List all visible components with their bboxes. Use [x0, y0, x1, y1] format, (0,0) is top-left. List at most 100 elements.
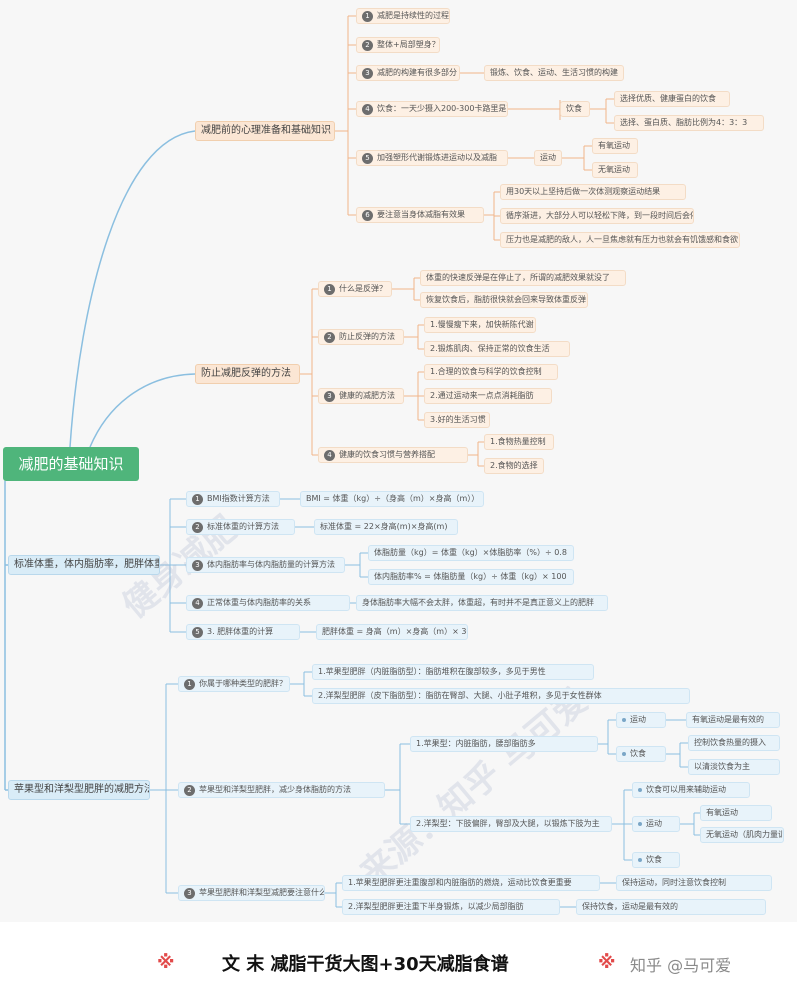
number-badge: 1 [184, 678, 195, 690]
tip-node[interactable]: 保持饮食，运动是最有效的 [576, 899, 766, 915]
number-badge: 3 [192, 559, 203, 571]
detail-node[interactable]: 2.通过运动来一点点消耗脂肪 [424, 388, 552, 404]
detail-node[interactable]: 控制饮食热量的摄入 [688, 735, 780, 751]
topic-node[interactable]: 3 苹果型肥胖和洋梨型减肥要注意什么？ [178, 885, 325, 901]
detail-node[interactable]: 有氧运动 [592, 138, 638, 154]
detail-node[interactable]: 2.食物的选择 [484, 458, 544, 474]
detail-node[interactable]: 恢复饮食后，脂肪很快就会回来导致体重反弹 [420, 292, 588, 308]
pear-group[interactable]: 运动 [632, 816, 680, 832]
apple-group[interactable]: 饮食 [616, 746, 666, 762]
number-badge: 5 [192, 626, 203, 638]
topic-node[interactable]: 1 你属于哪种类型的肥胖？ [178, 676, 290, 692]
detail-node[interactable]: 有氧运动 [700, 805, 772, 821]
number-badge: 2 [324, 331, 335, 343]
topic-node[interactable]: 4饮食：一天少摄入200-300卡路里是可以的 [356, 101, 508, 117]
apple-group[interactable]: 运动 [616, 712, 666, 728]
bullet-icon [622, 751, 626, 756]
group-label: 运动 [646, 819, 662, 828]
detail-node[interactable]: 标准体重 = 22×身高(m)×身高(m) [314, 519, 458, 535]
topic-label: 饮食：一天少摄入200-300卡路里是可以的 [377, 104, 507, 113]
detail-node[interactable]: 锻炼、饮食、运动、生活习惯的构建 [484, 65, 624, 81]
detail-node[interactable]: 体重的快速反弹是在停止了，所谓的减肥效果就没了 [420, 270, 626, 286]
bullet-icon [638, 787, 642, 792]
footer-caption: 文 末 减脂干货大图+30天减脂食谱 [222, 954, 509, 975]
detail-node[interactable]: BMI = 体重（kg）÷（身高（m）×身高（m）） [300, 491, 484, 507]
detail-node-pear[interactable]: 2.洋梨型：下肢偏胖，臀部及大腿，以锻炼下肢为主 [410, 816, 612, 832]
topic-label: 3. 肥胖体重的计算 [207, 627, 274, 636]
topic-label: 减肥是持续性的过程 [377, 11, 449, 20]
pear-group[interactable]: 饮食 [632, 852, 680, 868]
tip-node[interactable]: 保持运动，同时注意饮食控制 [616, 875, 772, 891]
number-badge: 4 [192, 597, 203, 609]
topic-node[interactable]: 2 防止反弹的方法 [318, 329, 404, 345]
detail-node[interactable]: 选择、蛋白质、脂肪比例为4：3：3 [614, 115, 764, 131]
detail-node[interactable]: 肥胖体重 = 身高（m）×身高（m）× 30 [316, 624, 468, 640]
topic-label: 防止反弹的方法 [339, 332, 395, 341]
branch-prevent-rebound[interactable]: 防止减肥反弹的方法 [195, 364, 300, 384]
zhihu-author-watermark: 知乎 @马可爱 [630, 956, 732, 975]
topic-label: 苹果型肥胖和洋梨型减肥要注意什么？ [199, 888, 325, 897]
number-badge: 1 [362, 10, 373, 22]
detail-node[interactable]: 有氧运动是最有效的 [686, 712, 780, 728]
group-label: 饮食可以用来辅助运动 [646, 785, 726, 794]
detail-node[interactable]: 1.苹果型肥胖（内脏脂肪型）：脂肪堆积在腹部较多，多见于男性 [312, 664, 594, 680]
detail-node[interactable]: 2.锻炼肌肉、保持正常的饮食生活 [424, 341, 570, 357]
number-badge: 3 [324, 390, 335, 402]
detail-node[interactable]: 1.合理的饮食与科学的饮食控制 [424, 364, 558, 380]
number-badge: 3 [362, 67, 373, 79]
detail-node[interactable]: 体内脂肪率% = 体脂肪量（kg）÷ 体重（kg）× 100 [368, 569, 574, 585]
topic-node[interactable]: 4 健康的饮食习惯与营养搭配 [318, 447, 468, 463]
pear-group[interactable]: 饮食可以用来辅助运动 [632, 782, 750, 798]
topic-label: 健康的饮食习惯与营养搭配 [339, 450, 435, 459]
topic-label: BMI指数计算方法 [207, 494, 270, 503]
detail-node[interactable]: 1.苹果型肥胖更注重腹部和内脏脂肪的燃烧，运动比饮食更重要 [342, 875, 600, 891]
root-node[interactable]: 减肥的基础知识 [3, 447, 139, 481]
group-node-exercise[interactable]: 运动 [534, 150, 562, 166]
detail-node[interactable]: 循序渐进，大部分人可以轻松下降，到一段时间后会停滞 [500, 208, 694, 224]
detail-node[interactable]: 1.慢慢瘦下来，加快新陈代谢 [424, 317, 536, 333]
group-label: 饮食 [646, 855, 662, 864]
detail-node[interactable]: 身体脂肪率大幅不会太胖，体重超，有时并不是真正意义上的肥胖 [356, 595, 608, 611]
number-badge: 2 [362, 39, 373, 51]
detail-node[interactable]: 选择优质、健康蛋白的饮食 [614, 91, 730, 107]
topic-node[interactable]: 5 3. 肥胖体重的计算 [186, 624, 300, 640]
number-badge: 3 [184, 887, 195, 899]
detail-node[interactable]: 压力也是减肥的敌人，人一旦焦虑就有压力也就会有饥饿感和食欲 [500, 232, 740, 248]
detail-node[interactable]: 无氧运动 [592, 162, 638, 178]
topic-label: 要注意当身体减脂有效果 [377, 210, 465, 219]
detail-node[interactable]: 用30天以上坚持后做一次体测观察运动结果 [500, 184, 686, 200]
topic-label: 苹果型和洋梨型肥胖，减少身体脂肪的方法 [199, 785, 351, 794]
branch-mental-prep[interactable]: 减肥前的心理准备和基础知识 [195, 121, 335, 141]
detail-node[interactable]: 2.洋梨型肥胖更注重下半身锻炼，以减少局部脂肪 [342, 899, 560, 915]
detail-node[interactable]: 2.洋梨型肥胖（皮下脂肪型）：脂肪在臀部、大腿、小肚子堆积，多见于女性群体 [312, 688, 690, 704]
number-badge: 4 [324, 449, 335, 461]
topic-node[interactable]: 1 BMI指数计算方法 [186, 491, 280, 507]
number-badge: 1 [192, 493, 203, 505]
bullet-icon [638, 857, 642, 862]
branch-standard-weight[interactable]: 标准体重，体内脂肪率，肥胖体重 [8, 555, 160, 575]
topic-label: 你属于哪种类型的肥胖？ [199, 679, 287, 688]
number-badge: 1 [324, 283, 335, 295]
detail-node[interactable]: 无氧运动（肌肉力量训练） [700, 827, 784, 843]
reference-mark-icon: ※ [157, 952, 175, 973]
detail-node[interactable]: 以清淡饮食为主 [688, 759, 780, 775]
detail-node-apple[interactable]: 1.苹果型：内脏脂肪，腰部脂肪多 [410, 736, 598, 752]
branch-apple-pear[interactable]: 苹果型和洋梨型肥胖的减肥方法 [8, 780, 150, 800]
detail-node[interactable]: 3.好的生活习惯 [424, 412, 490, 428]
detail-node[interactable]: 1.食物热量控制 [484, 434, 554, 450]
detail-node[interactable]: 体脂肪量（kg）= 体重（kg）×体脂肪率（%）÷ 0.8 [368, 545, 574, 561]
group-node-diet[interactable]: 饮食 [560, 101, 590, 117]
connector-lines [4, 15, 700, 908]
topic-node[interactable]: 1 减肥是持续性的过程 [356, 8, 450, 24]
